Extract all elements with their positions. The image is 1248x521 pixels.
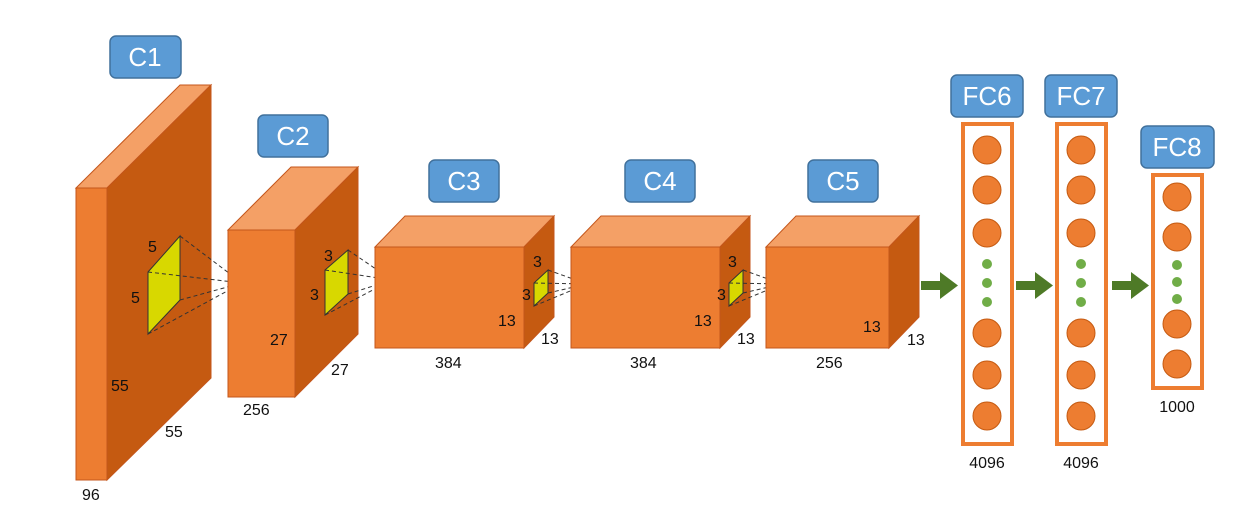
c1-block-front: [75, 187, 108, 481]
fc6-tag: FC6: [950, 74, 1024, 118]
c5-block-front: [765, 246, 890, 349]
svg-text:C1: C1: [128, 42, 161, 72]
c4-block-front: [570, 246, 721, 349]
layer-c1: 5 5 55 55 96 C1: [74, 35, 243, 504]
c4-block-top: [569, 215, 752, 248]
c2-kernel-height: 3: [324, 248, 333, 265]
layer-c3: 3 3 13 13 384 C3: [373, 159, 588, 372]
svg-text:FC7: FC7: [1056, 81, 1105, 111]
c1-height: 55: [111, 378, 129, 395]
svg-text:C5: C5: [826, 166, 859, 196]
c5-width: 13: [907, 332, 925, 349]
c4-depth: 384: [630, 355, 657, 372]
fc7-neurons: [1066, 135, 1096, 431]
c4-height: 13: [694, 313, 712, 330]
layer-c2: 3 3 27 27 256 C2: [226, 114, 393, 419]
c4-kernel-width: 3: [717, 287, 726, 304]
arrow-fc7-to-fc8: [1112, 272, 1149, 299]
c3-kernel-width: 3: [522, 287, 531, 304]
c2-tag: C2: [257, 114, 329, 158]
c1-kernel-width: 5: [131, 290, 140, 307]
fc6-size: 4096: [969, 455, 1005, 472]
c3-depth: 384: [435, 355, 462, 372]
fc6-neurons: [972, 135, 1002, 431]
c3-tag: C3: [428, 159, 500, 203]
c1-tag: C1: [109, 35, 182, 79]
c1-kernel-height: 5: [148, 239, 157, 256]
svg-text:FC8: FC8: [1152, 132, 1201, 162]
arrow-fc6-to-fc7: [1016, 272, 1053, 299]
fc7-size: 4096: [1063, 455, 1099, 472]
c2-height: 27: [270, 332, 288, 349]
arrow-c5-to-fc6: [921, 272, 958, 299]
c3-block-front: [374, 246, 525, 349]
fc7-tag: FC7: [1044, 74, 1118, 118]
fc8-neurons: [1162, 182, 1192, 379]
c1-depth: 96: [82, 487, 100, 504]
layer-fc7: 4096 FC7: [1044, 74, 1118, 472]
c1-width: 55: [165, 424, 183, 441]
fc8-tag: FC8: [1140, 125, 1215, 169]
svg-text:C3: C3: [447, 166, 480, 196]
c5-tag: C5: [807, 159, 879, 203]
svg-text:C2: C2: [276, 121, 309, 151]
svg-text:FC6: FC6: [962, 81, 1011, 111]
c4-kernel-height: 3: [728, 254, 737, 271]
c4-tag: C4: [624, 159, 696, 203]
layer-fc6: 4096 FC6: [950, 74, 1024, 472]
svg-text:C4: C4: [643, 166, 676, 196]
fc8-size: 1000: [1159, 399, 1195, 416]
c3-kernel-height: 3: [533, 254, 542, 271]
c2-block-front: [227, 229, 296, 398]
c3-width: 13: [541, 331, 559, 348]
c5-height: 13: [863, 319, 881, 336]
layer-c5: 13 13 256 C5: [764, 159, 925, 372]
c3-block-top: [373, 215, 556, 248]
layer-fc8: 1000 FC8: [1140, 125, 1215, 416]
c5-depth: 256: [816, 355, 843, 372]
c4-width: 13: [737, 331, 755, 348]
layer-c4: 3 3 13 13 384 C4: [569, 159, 783, 372]
c3-height: 13: [498, 313, 516, 330]
c2-kernel-width: 3: [310, 287, 319, 304]
c2-depth: 256: [243, 402, 270, 419]
c2-width: 27: [331, 362, 349, 379]
